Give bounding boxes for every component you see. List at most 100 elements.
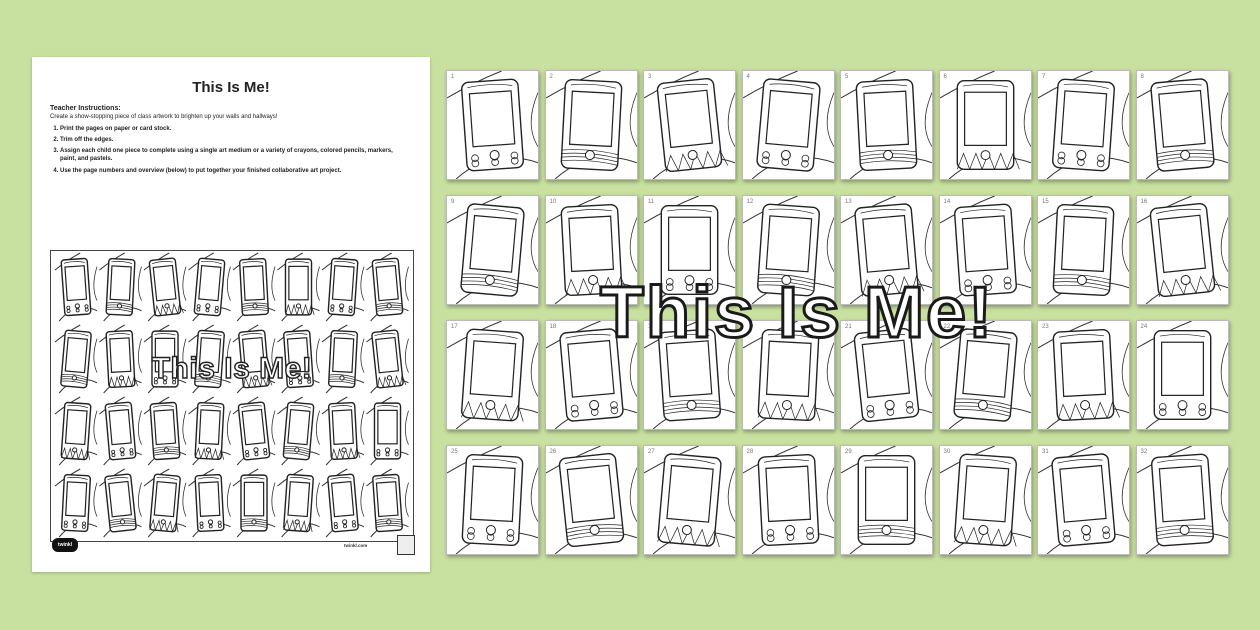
tile-page-number: 31 (1042, 449, 1049, 455)
tile-page-number: 28 (746, 449, 754, 455)
phone-illustration (447, 196, 538, 304)
step-1: Print the pages on paper or card stock. (60, 125, 410, 133)
phone-illustration (1136, 321, 1228, 429)
coloring-page-tile: 11 (643, 195, 736, 305)
coloring-page-tile: 21 (840, 320, 933, 430)
phone-illustration (545, 321, 637, 429)
tile-page-number: 16 (1140, 199, 1148, 205)
phone-illustration (644, 446, 735, 554)
phone-illustration (939, 71, 1031, 179)
tile-page-number: 11 (648, 199, 655, 205)
phone-illustration (841, 196, 932, 304)
step-4: Use the page numbers and overview (below… (60, 167, 410, 175)
phone-illustration (545, 71, 637, 179)
instructions-heading: Teacher Instructions: (50, 105, 121, 112)
coloring-page-tile: 30 (938, 445, 1032, 555)
tile-page-number: 20 (746, 324, 754, 330)
coloring-page-tile: 8 (1135, 70, 1229, 180)
phone-illustration (1038, 196, 1129, 304)
phone-illustration (545, 446, 637, 554)
phone-illustration (1038, 71, 1129, 179)
coloring-page-tile: 1 (446, 70, 539, 180)
coloring-page-tile: 32 (1135, 445, 1229, 555)
footer-text: twinkl.com (344, 543, 368, 548)
tile-page-number: 26 (549, 449, 557, 455)
quality-badge-icon (397, 535, 415, 555)
phone-illustration (939, 321, 1031, 429)
coloring-page-tile: 6 (938, 70, 1032, 180)
coloring-page-tile: 17 (446, 320, 539, 430)
instructions-intro: Create a show-stopping piece of class ar… (50, 114, 278, 121)
step-2: Trim off the edges. (60, 136, 410, 144)
coloring-page-tile: 14 (938, 195, 1032, 305)
instruction-sheet: This Is Me! Teacher Instructions: Create… (32, 57, 430, 572)
tile-page-number: 5 (845, 74, 849, 80)
tile-page-number: 3 (648, 74, 652, 80)
tile-page-number: 29 (845, 449, 852, 455)
sheet-title: This Is Me! (192, 79, 270, 96)
phone-illustration (742, 196, 834, 304)
phone-illustration (447, 321, 538, 429)
tile-page-number: 15 (1042, 199, 1049, 205)
tile-page-number: 12 (746, 199, 754, 205)
phone-illustration (742, 71, 834, 179)
coloring-page-tile: 9 (446, 195, 539, 305)
tile-page-number: 4 (746, 74, 750, 80)
tile-page-number: 10 (549, 199, 557, 205)
coloring-page-tile: 13 (840, 195, 933, 305)
coloring-page-tile: 7 (1037, 70, 1130, 180)
coloring-page-tile: 18 (544, 320, 638, 430)
phone-illustration (644, 196, 735, 304)
phone-illustration (545, 196, 637, 304)
phone-illustration (447, 71, 538, 179)
tile-page-number: 19 (648, 324, 655, 330)
phone-illustration (644, 321, 735, 429)
phone-illustration (742, 321, 834, 429)
overview-phones-illustration (54, 252, 409, 538)
coloring-page-tile: 25 (446, 445, 539, 555)
phone-illustration (841, 71, 932, 179)
tile-page-number: 17 (451, 324, 458, 330)
step-3: Assign each child one piece to complete … (60, 147, 410, 164)
phone-illustration (742, 446, 834, 554)
phone-illustration (841, 321, 932, 429)
coloring-page-tile: 23 (1037, 320, 1130, 430)
tile-page-number: 13 (845, 199, 852, 205)
phone-illustration (1136, 196, 1228, 304)
coloring-page-tile: 16 (1135, 195, 1229, 305)
tile-page-number: 8 (1140, 74, 1144, 80)
coloring-page-tile: 5 (840, 70, 933, 180)
phone-illustration (447, 446, 538, 554)
coloring-page-tile: 26 (544, 445, 638, 555)
tile-page-number: 32 (1140, 449, 1148, 455)
phone-illustration (841, 446, 932, 554)
coloring-page-tile: 3 (643, 70, 736, 180)
tile-page-number: 1 (451, 74, 455, 80)
coloring-page-tile: 10 (544, 195, 638, 305)
tile-page-number: 30 (943, 449, 951, 455)
teacher-instructions: Teacher Instructions: Create a show-stop… (50, 105, 410, 178)
tile-page-number: 25 (451, 449, 458, 455)
tile-page-number: 27 (648, 449, 655, 455)
tile-page-number: 7 (1042, 74, 1046, 80)
coloring-page-tile: 2 (544, 70, 638, 180)
phone-illustration (939, 446, 1031, 554)
coloring-page-tile: 20 (741, 320, 835, 430)
coloring-page-tile: 19 (643, 320, 736, 430)
overview-mosaic: This Is Me! (50, 250, 414, 542)
phone-illustration (644, 71, 735, 179)
coloring-page-tile: 31 (1037, 445, 1130, 555)
tile-page-number: 9 (451, 199, 455, 205)
tile-page-number: 21 (845, 324, 852, 330)
coloring-page-tile: 28 (741, 445, 835, 555)
phone-illustration (939, 196, 1031, 304)
tile-page-number: 18 (549, 324, 557, 330)
tile-page-number: 23 (1042, 324, 1049, 330)
coloring-page-tile: 22 (938, 320, 1032, 430)
coloring-page-tile: 27 (643, 445, 736, 555)
coloring-page-tile: 4 (741, 70, 835, 180)
overview-title: This Is Me! (151, 351, 313, 385)
banner-title: This Is Me! (598, 272, 995, 355)
coloring-page-tile: 12 (741, 195, 835, 305)
